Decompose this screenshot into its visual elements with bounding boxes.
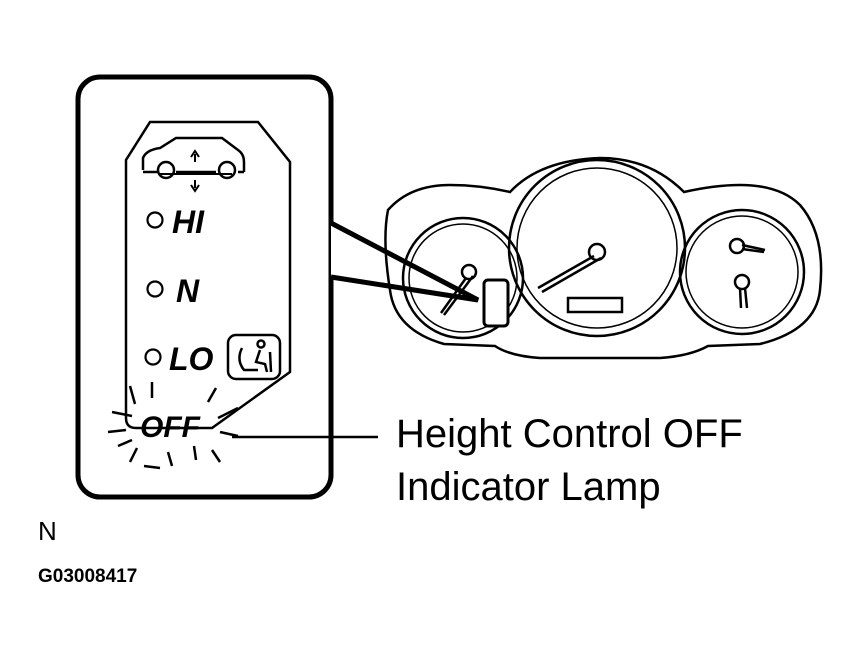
indicator-panel [75,74,334,500]
lo-indicator-light [144,348,162,366]
right-gauge [678,208,806,336]
left-gauge-needle [439,263,478,316]
figure-letter: N [38,516,57,546]
off-indicator-lamp: OFF [107,382,239,470]
seat-person-icon [226,333,282,381]
instrument-cluster [384,156,823,360]
height-control-off-indicator [482,278,510,328]
hi-indicator-light [146,211,164,229]
temperature-gauge-icon [733,273,751,309]
callout-subtitle: Indicator Lamp [396,465,661,509]
lo-label: LO [169,341,214,377]
n-indicator-light [146,280,164,298]
fuel-gauge-icon [728,237,766,255]
odometer-display [566,296,624,314]
starburst-icon [107,382,239,470]
hi-label: HI [172,204,205,240]
figure-id: G03008417 [38,566,137,587]
off-label: OFF [140,411,201,444]
n-label: N [176,273,200,309]
callout-title: Height Control OFF [396,412,743,456]
speedometer-needle [537,242,607,294]
vehicle-height-icon [141,136,246,193]
